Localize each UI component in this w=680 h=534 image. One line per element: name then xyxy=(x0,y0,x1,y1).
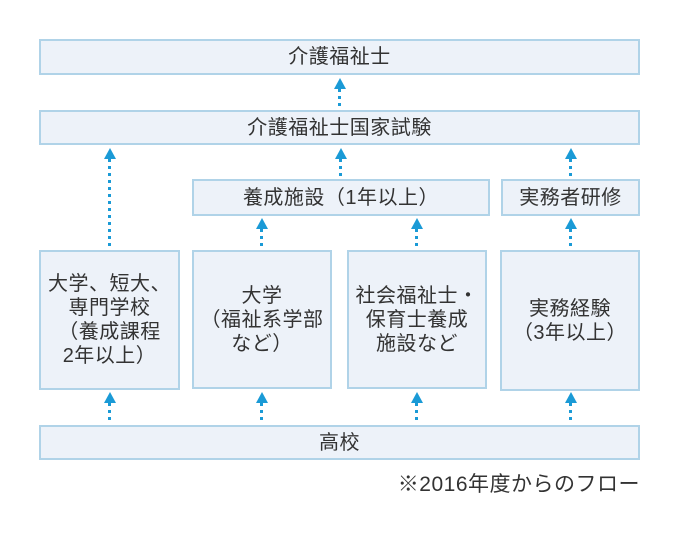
arrowhead-up-icon xyxy=(564,218,577,229)
node-social-childcare-training-label: 社会福祉士・ 保育士養成 施設など xyxy=(355,284,479,355)
arrow-high-school-to-university-welfare xyxy=(255,392,268,424)
node-national-exam-label: 介護福祉士国家試験 xyxy=(247,116,432,139)
arrow-high-school-to-social-childcare-training xyxy=(410,392,423,424)
node-practical-training: 実務者研修 xyxy=(501,179,640,216)
node-social-childcare-training: 社会福祉士・ 保育士養成 施設など xyxy=(347,250,487,389)
arrow-national-exam-to-care-worker xyxy=(333,78,346,109)
arrowhead-up-icon xyxy=(410,218,423,229)
dotted-line xyxy=(415,229,418,249)
dotted-line xyxy=(569,403,572,424)
dotted-line xyxy=(569,159,572,178)
node-work-experience-label: 実務経験 （3年以上） xyxy=(512,297,628,344)
node-university-welfare: 大学 （福祉系学部 など） xyxy=(192,250,332,389)
dotted-line xyxy=(260,403,263,424)
arrowhead-up-icon xyxy=(564,148,577,159)
dotted-line xyxy=(569,229,572,249)
node-care-worker: 介護福祉士 xyxy=(39,39,640,75)
arrow-training-facility-to-national-exam xyxy=(334,148,347,178)
node-practical-training-label: 実務者研修 xyxy=(519,186,622,209)
dotted-line xyxy=(339,159,342,178)
arrow-university-welfare-to-training-facility xyxy=(255,218,268,249)
arrow-practical-training-to-national-exam xyxy=(564,148,577,178)
arrowhead-up-icon xyxy=(333,78,346,89)
node-work-experience: 実務経験 （3年以上） xyxy=(500,250,640,391)
arrowhead-up-icon xyxy=(255,392,268,403)
arrowhead-up-icon xyxy=(103,392,116,403)
arrow-high-school-to-work-experience xyxy=(564,392,577,424)
arrow-work-experience-to-practical-training xyxy=(564,218,577,249)
arrow-social-childcare-training-to-training-facility xyxy=(410,218,423,249)
node-training-facility: 養成施設（1年以上） xyxy=(192,179,490,216)
node-care-worker-label: 介護福祉士 xyxy=(288,46,391,68)
footnote: ※2016年度からのフロー xyxy=(397,473,640,496)
dotted-line xyxy=(260,229,263,249)
dotted-line xyxy=(415,403,418,424)
dotted-line xyxy=(108,159,111,249)
dotted-line xyxy=(108,403,111,424)
arrowhead-up-icon xyxy=(103,148,116,159)
arrow-high-school-to-univ-college-vocational xyxy=(103,392,116,424)
node-univ-college-vocational-label: 大学、短大、 専門学校 （養成課程 2年以上） xyxy=(48,273,171,367)
dotted-line xyxy=(338,89,341,109)
node-university-welfare-label: 大学 （福祉系学部 など） xyxy=(200,284,324,355)
node-univ-college-vocational: 大学、短大、 専門学校 （養成課程 2年以上） xyxy=(39,250,180,390)
arrowhead-up-icon xyxy=(334,148,347,159)
arrow-univ-college-vocational-to-national-exam xyxy=(103,148,116,249)
arrowhead-up-icon xyxy=(564,392,577,403)
node-high-school: 高校 xyxy=(39,425,640,460)
node-training-facility-label: 養成施設（1年以上） xyxy=(242,186,440,209)
arrowhead-up-icon xyxy=(410,392,423,403)
arrowhead-up-icon xyxy=(255,218,268,229)
node-national-exam: 介護福祉士国家試験 xyxy=(39,110,640,145)
node-high-school-label: 高校 xyxy=(319,431,360,454)
